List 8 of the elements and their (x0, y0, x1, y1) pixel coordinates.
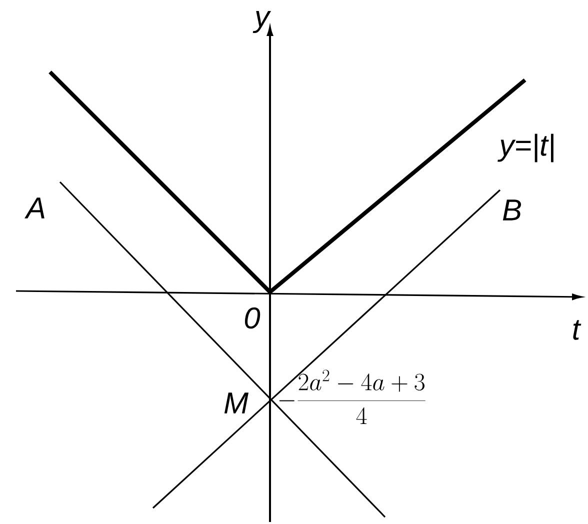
axis-label: t (573, 320, 582, 340)
point-label: M (224, 392, 248, 414)
graph-label: y=|t| (498, 134, 554, 162)
axis-label: y (252, 10, 272, 34)
point-label: B (502, 200, 521, 220)
point-label: 0 (244, 307, 260, 329)
point-label: A (24, 198, 44, 218)
formula: $-\frac{2a^2-4a+3}{4}$ (279, 370, 426, 424)
